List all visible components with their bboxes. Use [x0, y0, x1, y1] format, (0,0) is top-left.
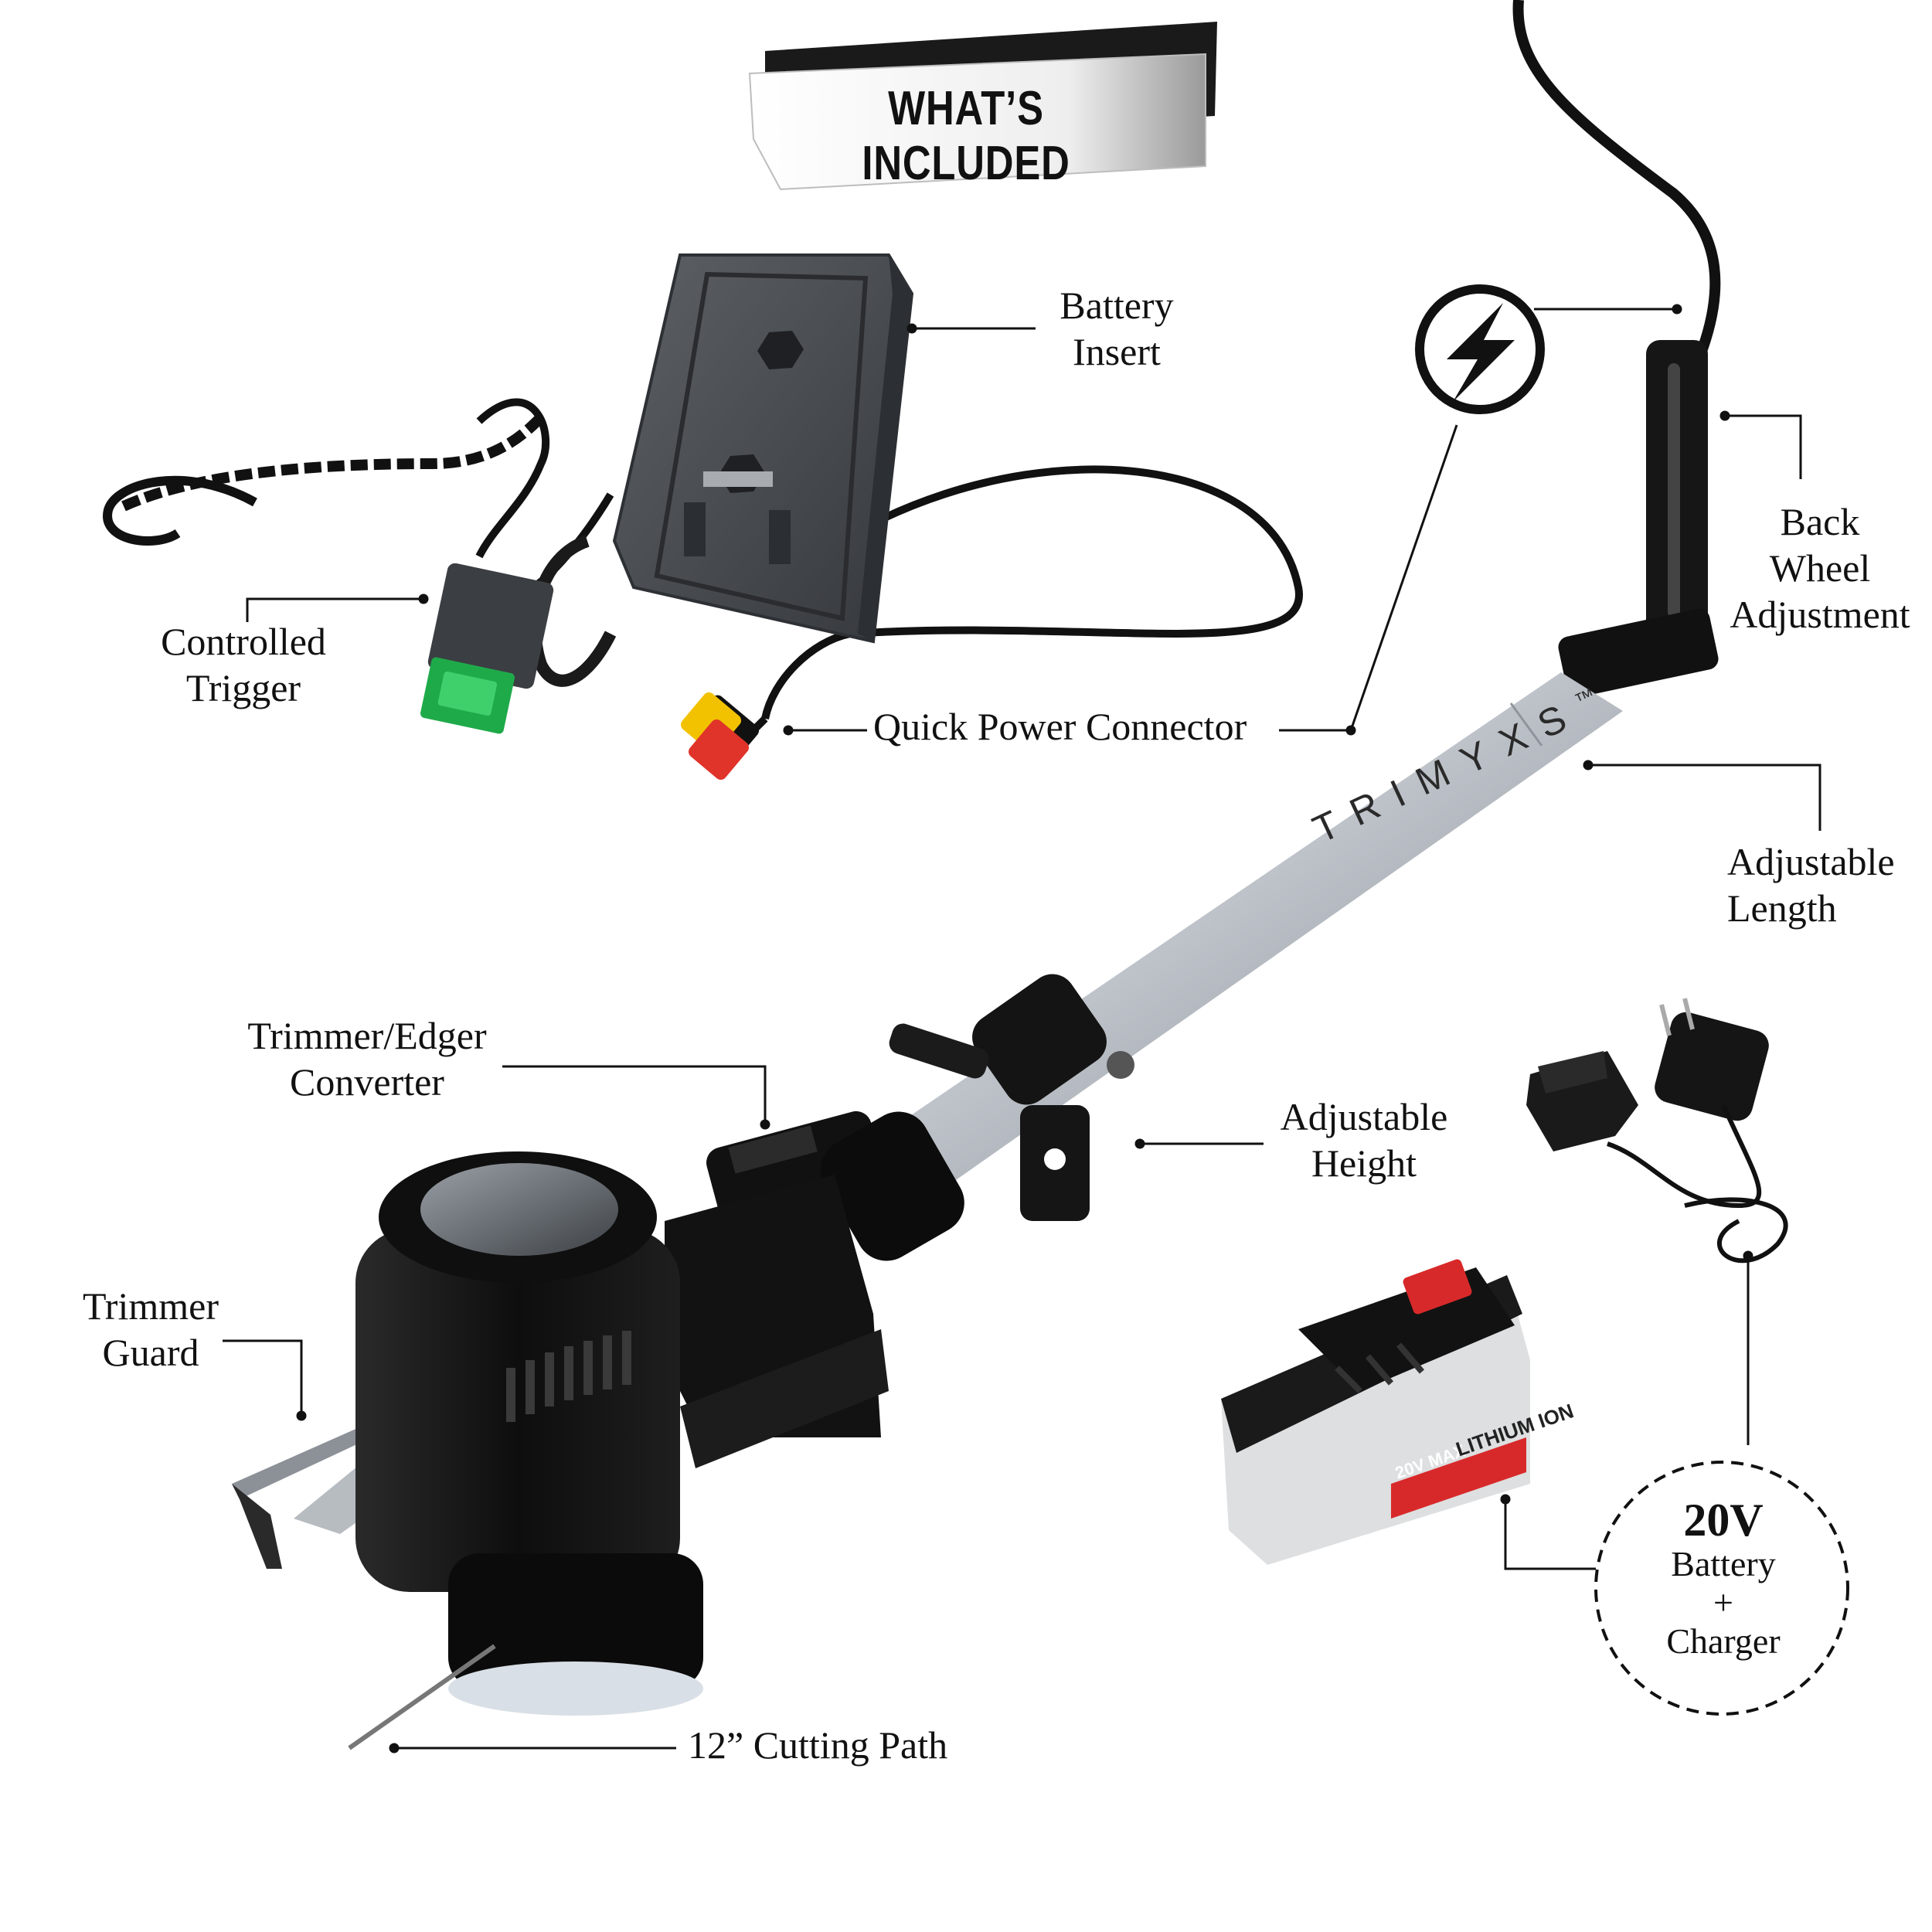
- label-back-wheel-adjustment: Back Wheel Adjustment: [1719, 498, 1920, 638]
- label-converter-line2: Converter: [290, 1060, 444, 1104]
- cutting-line: [348, 1644, 496, 1750]
- label-back-wheel-line2: Wheel: [1769, 546, 1871, 590]
- included-circle: [1594, 1461, 1849, 1716]
- label-battery-insert: Battery Insert: [1039, 282, 1194, 375]
- height-adjust-clamp: [889, 974, 1134, 1221]
- whats-included-banner: [748, 22, 1217, 191]
- label-back-wheel-line1: Back: [1780, 500, 1860, 543]
- label-trimmer-guard: Trimmer Guard: [70, 1283, 232, 1376]
- battery-charger: [1526, 998, 1788, 1264]
- callout-lines: [223, 304, 1821, 1753]
- label-adjustable-height-line1: Adjustable: [1280, 1095, 1448, 1138]
- circle-line1: Battery: [1671, 1544, 1776, 1583]
- hex-bolt-top: [757, 331, 804, 369]
- label-cutting-path: 12” Cutting Path: [688, 1723, 948, 1767]
- handle-cable: [1512, 0, 1721, 358]
- circle-line2: +: [1713, 1583, 1733, 1622]
- label-adjustable-length: Adjustable Length: [1727, 838, 1920, 931]
- label-adjustable-height: Adjustable Height: [1267, 1094, 1461, 1186]
- banner-title: WHAT’S INCLUDED: [862, 82, 1070, 190]
- label-trimmer-guard-line2: Guard: [102, 1331, 199, 1374]
- controlled-trigger-device: [420, 563, 554, 734]
- label-controlled-trigger-line1: Controlled: [161, 620, 326, 663]
- battery-pack: [1221, 1259, 1530, 1565]
- label-adjustable-height-line2: Height: [1311, 1141, 1417, 1185]
- label-controlled-trigger: Controlled Trigger: [143, 618, 344, 711]
- label-back-wheel-line3: Adjustment: [1730, 593, 1910, 636]
- circle-line3: Charger: [1666, 1621, 1781, 1661]
- included-circle-text: 20V Battery + Charger: [1592, 1495, 1855, 1661]
- trimmer-head: [232, 1151, 889, 1750]
- label-adjustable-length-line1: Adjustable: [1727, 840, 1895, 883]
- quick-power-connector-device: [681, 692, 759, 780]
- label-trimmer-edger-converter: Trimmer/Edger Converter: [236, 1012, 498, 1105]
- label-quick-power-connector: Quick Power Connector: [873, 705, 1247, 748]
- label-converter-line1: Trimmer/Edger: [247, 1014, 487, 1057]
- label-battery-insert-line1: Battery: [1060, 284, 1174, 327]
- label-controlled-trigger-line2: Trigger: [185, 666, 301, 709]
- back-wheel-bracket: [1558, 340, 1719, 698]
- label-battery-insert-line2: Insert: [1073, 330, 1161, 373]
- circle-voltage: 20V: [1683, 1495, 1764, 1546]
- label-adjustable-length-line2: Length: [1727, 886, 1837, 930]
- lightning-bolt-icon: [1415, 284, 1545, 414]
- label-trimmer-guard-line1: Trimmer: [83, 1284, 219, 1328]
- battery-insert-assembly: [103, 253, 1303, 745]
- motor-vents: [506, 1331, 631, 1422]
